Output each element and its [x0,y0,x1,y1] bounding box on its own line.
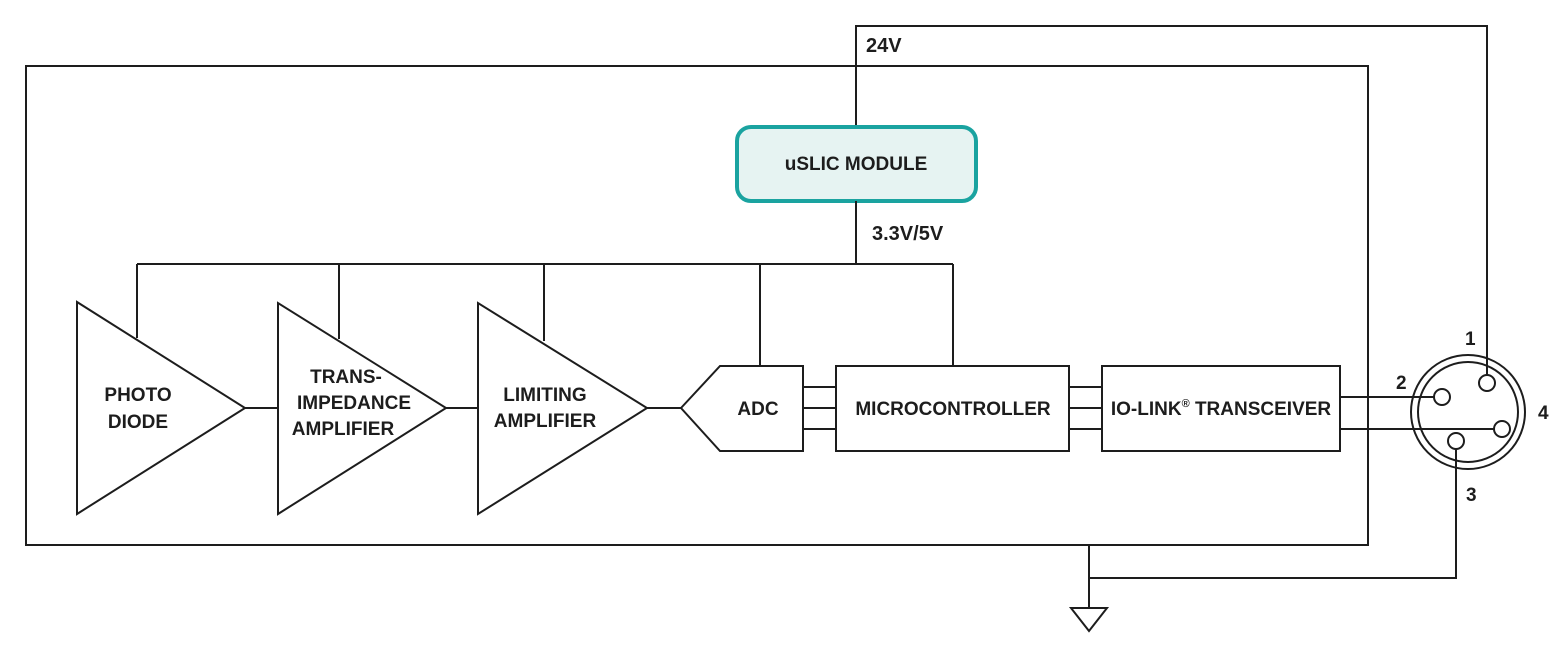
connector-inner-ring [1417,361,1519,463]
iolink-transceiver-block [1101,365,1341,452]
connector-pin-3 [1447,432,1465,450]
limiting-amplifier-block [477,301,649,516]
sensor-enclosure [25,65,1369,546]
ground-icon [1068,607,1110,633]
tia-block [277,301,448,516]
pin-2-label: 2 [1396,373,1407,394]
microcontroller-block [835,365,1070,452]
connector-pin-4 [1493,420,1511,438]
tia-label: IMPEDANCE [297,393,411,414]
tia-label: TRANS- [310,367,382,388]
limiting-amplifier-label: LIMITING [503,385,586,406]
photodiode-label: DIODE [108,412,168,433]
adc-label: ADC [737,399,778,420]
tia-label: AMPLIFIER [292,419,395,440]
iolink-transceiver-label: IO-LINK® TRANSCEIVER [1111,398,1332,420]
connector-pin-2 [1433,388,1451,406]
supply-24v-wire [855,25,1488,375]
pin-3-label: 3 [1466,485,1477,506]
pin-1-label: 1 [1465,329,1476,350]
label-24v: 24V [866,35,902,57]
microcontroller-label: MICROCONTROLLER [855,399,1051,420]
pin-4-label: 4 [1538,403,1549,424]
ground-return-wire [1089,449,1457,579]
limiting-amplifier-label: AMPLIFIER [494,411,597,432]
uslic-module-label: uSLIC MODULE [785,154,928,175]
photodiode-block [76,300,247,516]
photodiode-label: PHOTO [104,385,171,406]
connector-pin-1 [1478,374,1496,392]
label-3v3: 3.3V/5V [872,223,944,245]
connector-outer-ring [1410,354,1526,470]
